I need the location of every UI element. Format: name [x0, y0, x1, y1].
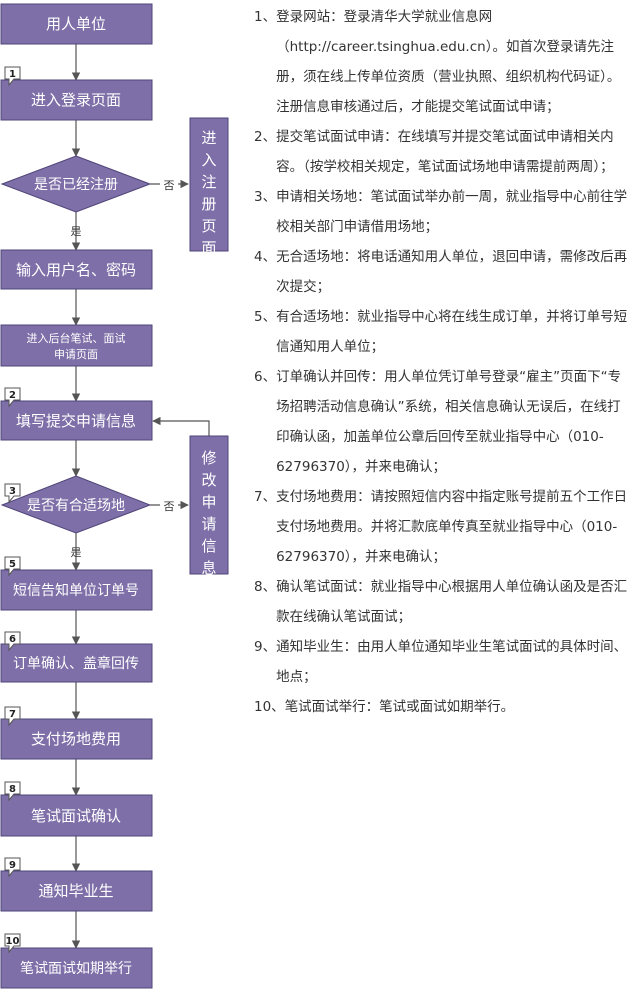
node-credentials — [0, 249, 153, 290]
step-item: 2、提交笔试面试申请：在线填写并提交笔试面试申请相关内容。（按学校相关规定，笔试… — [254, 122, 630, 182]
step-text: 登录网站：登录清华大学就业信息网（http://career.tsinghua.… — [276, 9, 621, 115]
step-badge-number: 5 — [9, 559, 16, 570]
node-order-confirm — [0, 643, 153, 683]
node-backend-label-line1: 进入后台笔试、面试 — [27, 331, 126, 345]
node-modify-info-label: 修改申请信息 — [201, 449, 216, 577]
node-pay-fee — [0, 718, 153, 760]
step-text: 订单确认并回传：用人单位凭订单号登录“雇主”页面下“专场招聘活动信息确认”系统，… — [276, 369, 622, 475]
step-badge: 6 — [4, 631, 21, 652]
node-sms-order — [0, 569, 153, 611]
edge-label-no-2: 否 — [164, 500, 175, 513]
step-item: 8、确认笔试面试：就业指导中心根据用人单位确认函及是否汇款在线确认笔试面试； — [254, 572, 630, 632]
step-item: 10、笔试面试举行：笔试或面试如期举行。 — [254, 692, 630, 722]
step-text: 申请相关场地：笔试面试举办前一周，就业指导中心前往学校相关部门申请借用场地； — [276, 189, 628, 235]
step-item: 5、有合适场地：就业指导中心将在线生成订单，并将订单号短信通知用人单位； — [254, 302, 630, 362]
step-item: 7、支付场地费用：请按照短信内容中指定账号提前五个工作日支付场地费用。并将汇款底… — [254, 482, 630, 572]
node-fill-info — [0, 400, 153, 441]
step-badge-number: 9 — [9, 860, 16, 871]
step-number: 4、 — [254, 249, 277, 265]
node-backend-label-line2: 申请页面 — [54, 348, 98, 361]
node-login — [0, 79, 153, 121]
step-text: 笔试面试举行：笔试或面试如期举行。 — [284, 699, 515, 715]
step-badge: 10 — [4, 933, 21, 954]
step-number: 3、 — [254, 189, 277, 205]
step-badge-number: 7 — [9, 709, 16, 720]
step-list: 1、登录网站：登录清华大学就业信息网（http://career.tsinghu… — [254, 2, 630, 722]
step-number: 8、 — [254, 579, 277, 595]
step-badge: 7 — [4, 706, 21, 727]
step-item: 3、申请相关场地：笔试面试举办前一周，就业指导中心前往学校相关部门申请借用场地； — [254, 182, 630, 242]
step-text: 提交笔试面试申请：在线填写并提交笔试面试申请相关内容。（按学校相关规定，笔试面试… — [276, 129, 614, 175]
node-exam-held-label: 笔试面试如期举行 — [20, 961, 132, 977]
step-text: 无合适场地：将电话通知用人单位，退回申请，需修改后再次提交； — [276, 249, 628, 295]
node-login-label: 进入登录页面 — [31, 91, 121, 109]
step-badge: 9 — [4, 857, 21, 878]
step-item: 1、登录网站：登录清华大学就业信息网（http://career.tsinghu… — [254, 2, 630, 122]
step-badge-number: 3 — [9, 486, 16, 497]
step-number: 10、 — [254, 699, 285, 715]
node-start-label: 用人单位 — [46, 15, 106, 33]
step-number: 6、 — [254, 369, 277, 385]
node-modify-info — [189, 435, 229, 575]
node-registered-decision — [0, 155, 152, 213]
node-start — [0, 3, 153, 45]
node-exam-confirm — [0, 794, 153, 837]
step-badge-number: 10 — [6, 936, 20, 947]
step-badge-number: 8 — [9, 784, 16, 795]
step-text: 支付场地费用：请按照短信内容中指定账号提前五个工作日支付场地费用。并将汇款底单传… — [276, 489, 628, 565]
step-item: 6、订单确认并回传：用人单位凭订单号登录“雇主”页面下“专场招聘活动信息确认”系… — [254, 362, 630, 482]
step-number: 2、 — [254, 129, 277, 145]
node-registered-decision-label: 是否已经注册 — [34, 177, 118, 193]
node-sms-order-label: 短信告知单位订单号 — [13, 582, 139, 599]
step-badge: 2 — [4, 387, 21, 408]
node-pay-fee-label: 支付场地费用 — [31, 730, 121, 748]
node-notify-grads — [0, 870, 153, 912]
node-credentials-label: 输入用户名、密码 — [16, 261, 136, 279]
step-badge: 5 — [4, 556, 21, 577]
node-backend — [0, 324, 153, 367]
node-exam-confirm-label: 笔试面试确认 — [31, 807, 121, 825]
edge-modify-fill — [152, 416, 210, 436]
edge-label-yes-1: 是 — [71, 225, 82, 238]
step-number: 7、 — [254, 489, 277, 505]
step-badge-number: 1 — [9, 69, 16, 80]
node-register-page-label: 进入注册页面 — [201, 129, 216, 257]
node-fill-info-label: 填写提交申请信息 — [16, 412, 136, 430]
node-register-page — [189, 117, 229, 252]
step-badge-number: 2 — [9, 390, 16, 401]
edge-label-yes-2: 是 — [71, 546, 82, 559]
step-item: 4、无合适场地：将电话通知用人单位，退回申请，需修改后再次提交； — [254, 242, 630, 302]
edge-label-no-1: 否 — [164, 179, 175, 192]
step-badge: 3 — [4, 483, 21, 504]
node-venue-decision-label: 是否有合适场地 — [27, 498, 125, 514]
step-number: 5、 — [254, 309, 277, 325]
step-number: 1、 — [254, 9, 277, 25]
node-venue-decision — [0, 475, 152, 534]
step-text: 确认笔试面试：就业指导中心根据用人单位确认函及是否汇款在线确认笔试面试； — [276, 579, 628, 625]
step-badge: 8 — [4, 781, 21, 802]
step-text: 有合适场地：就业指导中心将在线生成订单，并将订单号短信通知用人单位； — [276, 309, 628, 355]
step-item: 9、通知毕业生：由用人单位通知毕业生笔试面试的具体时间、地点； — [254, 632, 630, 692]
step-number: 9、 — [254, 639, 277, 655]
step-text: 通知毕业生：由用人单位通知毕业生笔试面试的具体时间、地点； — [276, 639, 628, 685]
step-badge: 1 — [4, 66, 21, 87]
node-notify-grads-label: 通知毕业生 — [38, 882, 113, 900]
step-badge-number: 6 — [9, 634, 16, 645]
node-exam-held — [0, 947, 153, 989]
flowchart: 否 是 否 是 用人单位 进入登录页面 是否已经注册 进入注册页面 输入用户名、… — [0, 3, 229, 989]
node-order-confirm-label: 订单确认、盖章回传 — [13, 655, 139, 672]
